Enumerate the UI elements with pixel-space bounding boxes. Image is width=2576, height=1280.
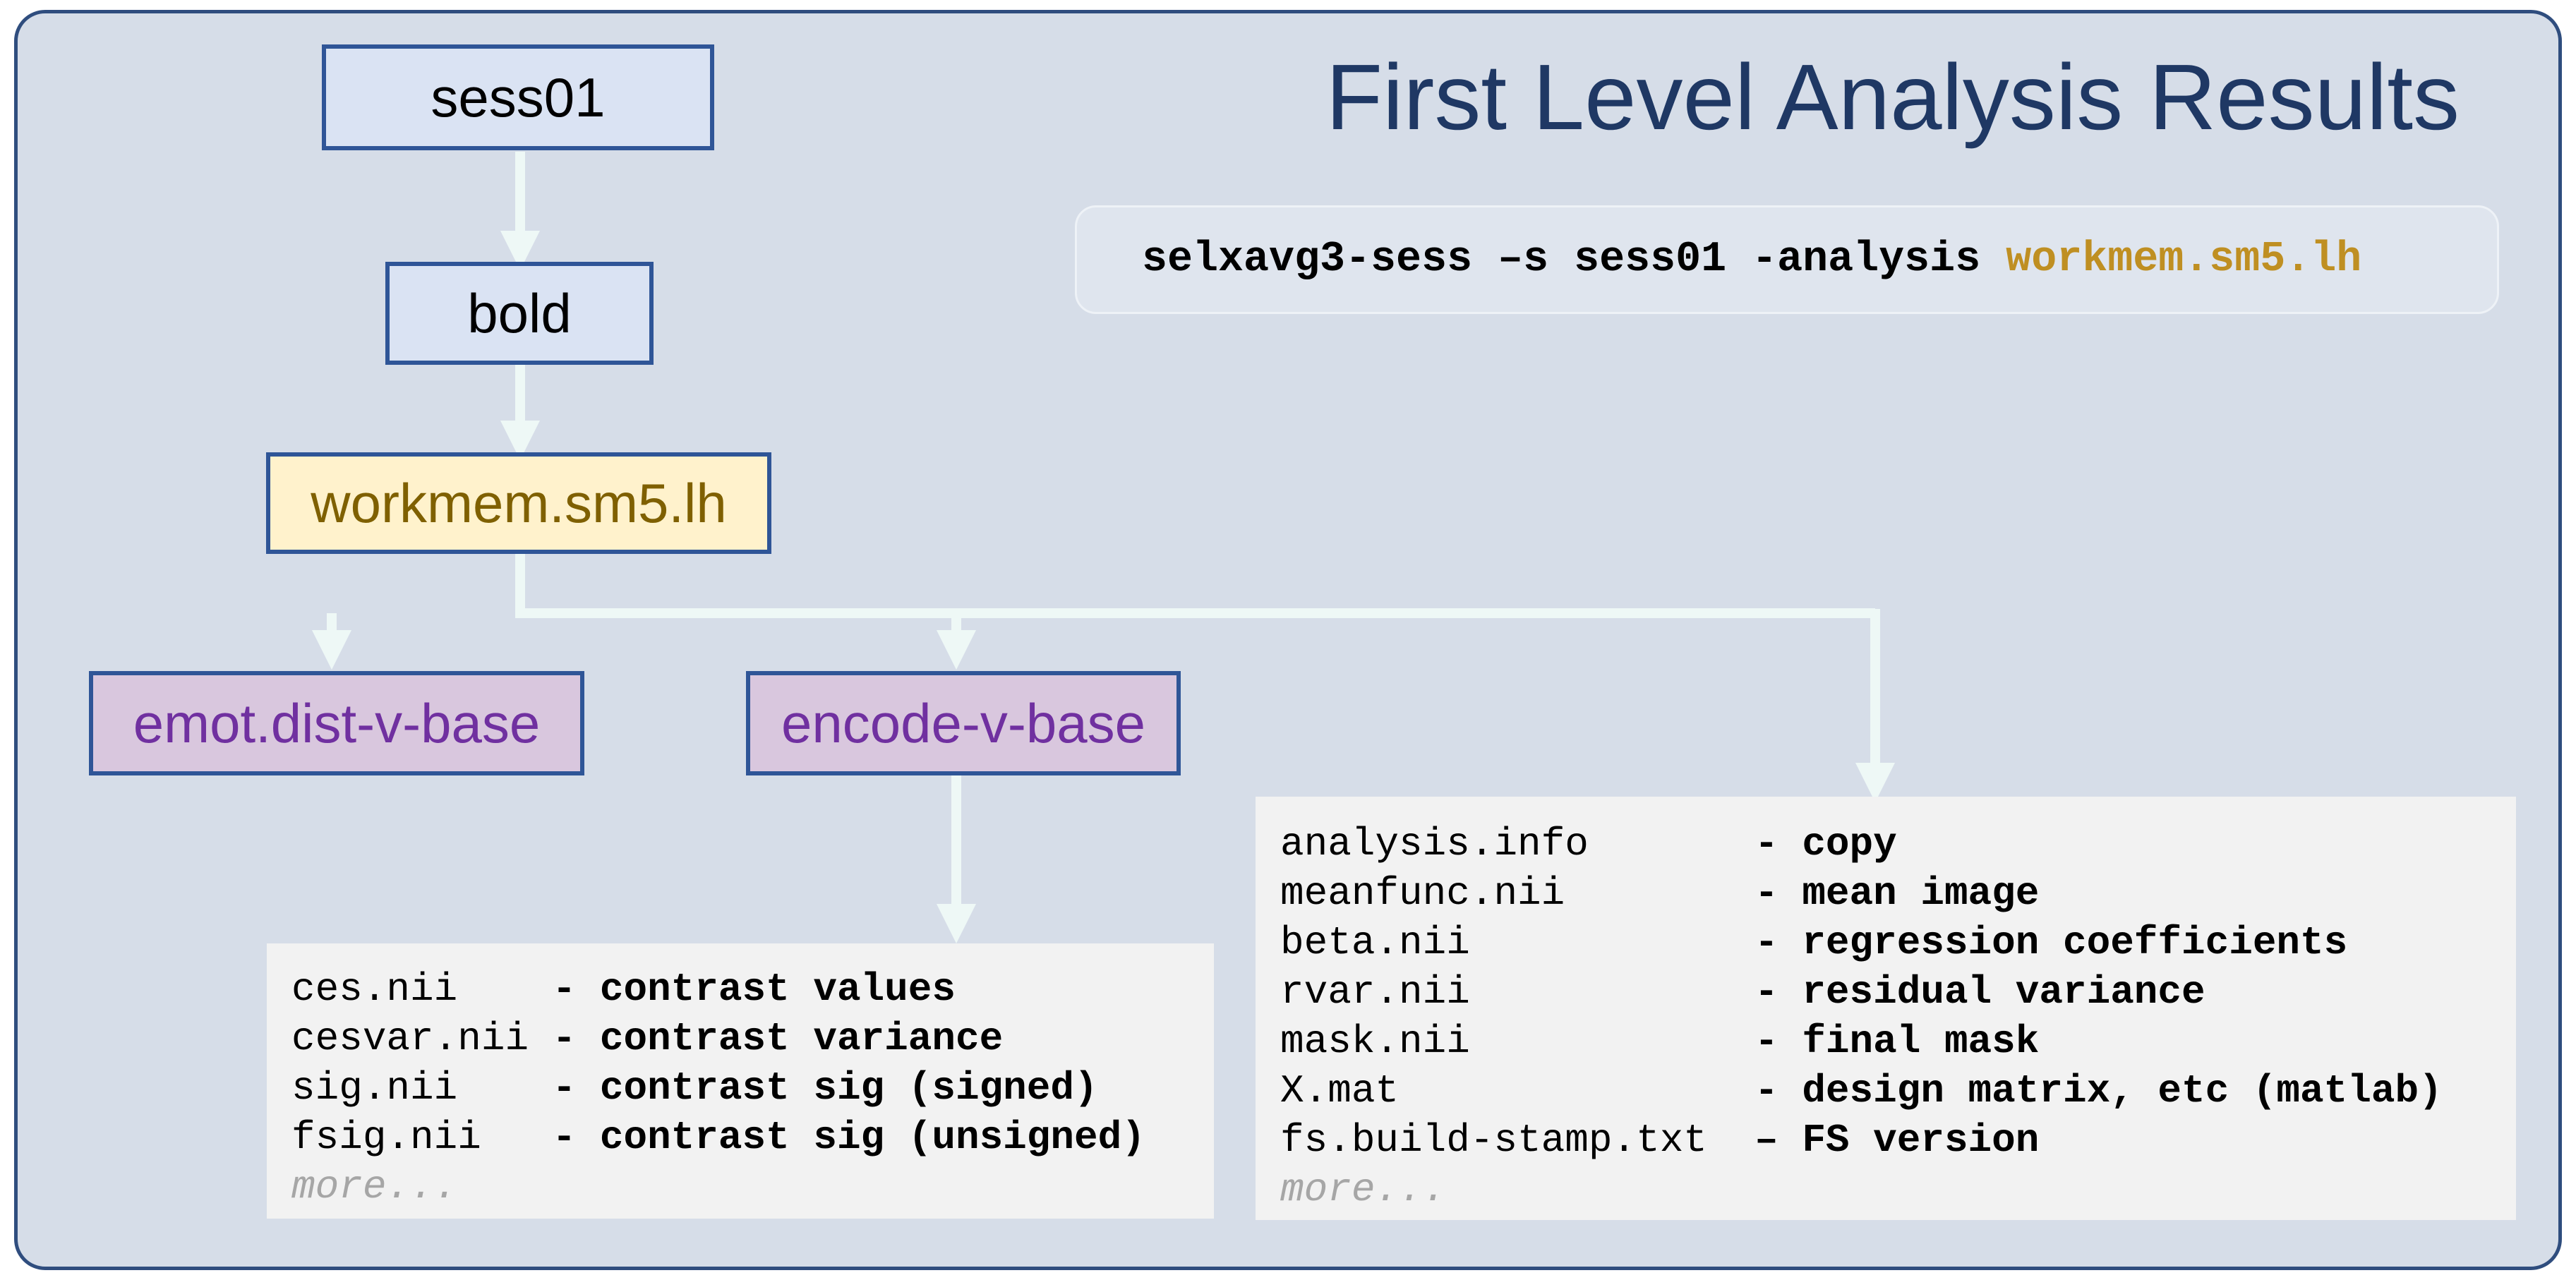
contrast-file-row: ces.nii - contrast values — [291, 965, 1214, 1014]
analysis-file-name: rvar.nii — [1280, 970, 1755, 1015]
contrast-node-emot: emot.dist-v-base — [89, 671, 584, 775]
analysis-file-row: meanfunc.nii - mean image — [1280, 869, 2516, 918]
analysis-file-description: - design matrix, etc (matlab) — [1755, 1068, 2443, 1113]
contrast-file-name: ces.nii — [291, 967, 553, 1012]
contrast-file-row: cesvar.nii - contrast variance — [291, 1014, 1214, 1063]
contrast-node-emot-label: emot.dist-v-base — [133, 692, 541, 754]
command-box: selxavg3-sess –s sess01 -analysis workme… — [1075, 205, 2499, 314]
contrast-file-description: - contrast variance — [552, 1016, 1004, 1061]
contrast-file-name: cesvar.nii — [291, 1016, 553, 1061]
command-text: selxavg3-sess –s sess01 -analysis — [1142, 236, 2006, 284]
analysis-node-label: workmem.sm5.lh — [311, 471, 727, 534]
analysis-file-name: analysis.info — [1280, 821, 1755, 867]
analysis-file-row: analysis.info - copy — [1280, 819, 2516, 869]
branch-line — [515, 550, 1875, 618]
slide-frame: First Level Analysis Results selxavg3-se… — [14, 10, 2562, 1270]
contrast-file-name: fsig.nii — [291, 1115, 553, 1160]
contrast-more-label: more... — [291, 1164, 458, 1209]
page-title: First Level Analysis Results — [1325, 45, 2460, 149]
contrast-file-row: sig.nii - contrast sig (signed) — [291, 1063, 1214, 1113]
analysis-file-row: mask.nii - final mask — [1280, 1017, 2516, 1066]
analysis-file-description: – FS version — [1755, 1118, 2040, 1163]
analysis-file-name: X.mat — [1280, 1068, 1755, 1113]
analysis-file-name: meanfunc.nii — [1280, 871, 1755, 916]
session-node: sess01 — [322, 44, 714, 150]
bold-node: bold — [385, 262, 654, 365]
contrast-file-description: - contrast sig (unsigned) — [552, 1115, 1145, 1160]
command-analysis-name: workmem.sm5.lh — [2006, 236, 2362, 284]
analysis-file-row: fs.build-stamp.txt – FS version — [1280, 1116, 2516, 1165]
analysis-node: workmem.sm5.lh — [266, 452, 771, 554]
contrast-file-row: fsig.nii - contrast sig (unsigned) — [291, 1113, 1214, 1162]
contrast-node-encode-label: encode-v-base — [781, 692, 1145, 754]
contrast-file-name: sig.nii — [291, 1065, 553, 1111]
analysis-file-description: - copy — [1755, 821, 1897, 867]
analysis-file-name: fs.build-stamp.txt — [1280, 1118, 1755, 1163]
analysis-file-name: beta.nii — [1280, 920, 1755, 965]
contrast-file-description: - contrast values — [552, 967, 956, 1012]
analysis-file-description: - mean image — [1755, 871, 2040, 916]
analysis-file-row: beta.nii - regression coefficients — [1280, 918, 2516, 967]
analysis-file-name: mask.nii — [1280, 1019, 1755, 1064]
analysis-file-description: - residual variance — [1755, 970, 2205, 1015]
analysis-more-label: more... — [1280, 1167, 1447, 1212]
analysis-file-row: rvar.nii - residual variance — [1280, 967, 2516, 1017]
contrast-file-description: - contrast sig (signed) — [552, 1065, 1098, 1111]
bold-node-label: bold — [467, 282, 572, 344]
analysis-file-description: - regression coefficients — [1755, 920, 2348, 965]
analysis-file-row: X.mat - design matrix, etc (matlab) — [1280, 1066, 2516, 1116]
analysis-file-description: - final mask — [1755, 1019, 2040, 1064]
connector-arrows — [312, 152, 1895, 943]
contrast-node-encode: encode-v-base — [746, 671, 1181, 775]
session-node-label: sess01 — [431, 66, 606, 128]
